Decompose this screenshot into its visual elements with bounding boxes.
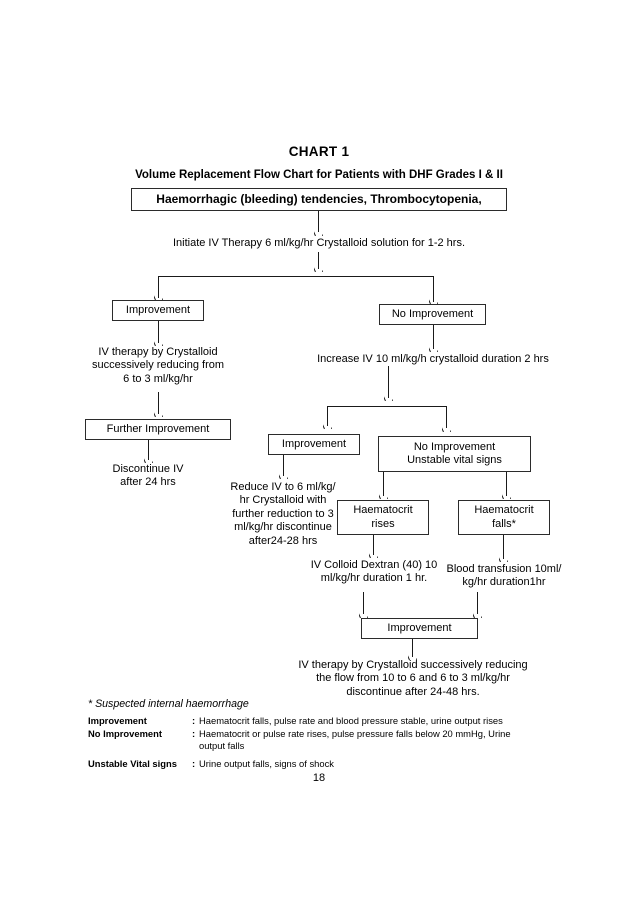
node-no-improvement-1: No Improvement	[379, 304, 486, 325]
connector-improvement3-down	[412, 639, 413, 657]
chart-subtitle: Volume Replacement Flow Chart for Patien…	[135, 169, 503, 181]
node-final-therapy: IV therapy by Crystalloid successively r…	[298, 659, 528, 698]
connector-increase-down	[388, 366, 389, 398]
legend-term: No Improvement	[88, 727, 162, 739]
arrowhead-discontinue	[144, 455, 153, 463]
node-start-box: Haemorrhagic (bleeding) tendencies, Thro…	[131, 188, 507, 211]
connector-improvement1-down	[158, 321, 159, 343]
arrowhead-blood-transfusion	[499, 554, 508, 562]
legend-term: Improvement	[88, 715, 147, 726]
legend-row: No Improvement : Haematocrit or pulse ra…	[88, 728, 566, 752]
connector-start-to-initiate	[318, 211, 319, 232]
node-haematocrit-falls: Haematocrit falls*	[458, 500, 550, 535]
node-improvement-1: Improvement	[112, 300, 204, 321]
legend-colon: :	[192, 715, 196, 726]
arrowhead-increase-iv	[429, 344, 438, 352]
arrowhead-haematocrit-rises	[379, 491, 388, 499]
connector-split2-right	[446, 406, 447, 428]
page-number: 18	[312, 772, 326, 784]
node-blood-transfusion: Blood transfusion 10ml/ kg/hr duration1h…	[446, 563, 562, 589]
connector-noimp1-down	[433, 325, 434, 349]
arrowhead-iv-therapy	[154, 338, 163, 346]
legend-definition: Urine output falls, signs of shock	[199, 758, 334, 770]
node-no-improvement-unstable: No Improvement Unstable vital signs	[378, 436, 531, 472]
arrowhead-reduce-iv	[279, 471, 288, 479]
arrowhead-initiate	[314, 228, 323, 236]
arrowhead-split-2	[384, 393, 393, 401]
node-improvement-3: Improvement	[361, 618, 478, 639]
arrowhead-improvement-2	[323, 421, 332, 429]
connector-split2-left	[327, 406, 328, 426]
node-discontinue-iv: Discontinue IV after 24 hrs	[112, 463, 184, 489]
legend-colon: :	[192, 758, 196, 770]
legend-definition: Haematocrit or pulse rate rises, pulse p…	[199, 727, 511, 751]
legend-definition: Haematocrit falls, pulse rate and blood …	[199, 715, 503, 726]
arrowhead-further-improvement	[154, 409, 163, 417]
connector-initiate-down	[318, 252, 319, 269]
arrowhead-haematocrit-falls	[502, 491, 511, 499]
arrowhead-improvement3-left	[359, 610, 368, 618]
node-initiate-therapy: Initiate IV Therapy 6 ml/kg/hr Crystallo…	[172, 237, 466, 249]
node-further-improvement: Further Improvement	[85, 419, 231, 440]
legend-footnote: * Suspected internal haemorrhage	[88, 698, 249, 710]
legend-row: Unstable Vital signs : Urine output fall…	[88, 758, 566, 770]
connector-colloid-to-improvement3	[363, 592, 364, 614]
node-haematocrit-rises: Haematocrit rises	[337, 500, 429, 535]
legend-table: Improvement : Haematocrit falls, pulse r…	[88, 715, 566, 771]
connector-improvement2-down	[283, 455, 284, 476]
arrowhead-iv-colloid	[369, 550, 378, 558]
arrowhead-improvement3-right	[473, 610, 482, 618]
connector-unstable-right	[506, 472, 507, 496]
connector-unstable-left	[383, 472, 384, 496]
connector-ivtherapy-down	[158, 392, 159, 414]
legend-colon: :	[192, 727, 196, 739]
connector-rises-down	[373, 535, 374, 555]
connector-split1-left	[158, 276, 159, 298]
node-iv-therapy-crystalloid: IV therapy by Crystalloid successively r…	[91, 346, 225, 385]
connector-further-down	[148, 440, 149, 460]
node-iv-colloid: IV Colloid Dextran (40) 10 ml/kg/hr dura…	[310, 559, 438, 585]
arrowhead-improvement-1	[154, 292, 163, 300]
connector-split1-right	[433, 276, 434, 302]
legend-row: Improvement : Haematocrit falls, pulse r…	[88, 715, 566, 727]
node-reduce-iv: Reduce IV to 6 ml/kg/ hr Crystalloid wit…	[230, 481, 336, 547]
connector-transfusion-to-improvement3	[477, 592, 478, 614]
node-improvement-2: Improvement	[268, 434, 360, 455]
arrowhead-no-improvement-1	[429, 296, 438, 304]
arrowhead-split-1	[314, 264, 323, 272]
legend-term: Unstable Vital signs	[88, 758, 177, 770]
connector-falls-down	[503, 535, 504, 559]
node-increase-iv: Increase IV 10 ml/kg/h crystalloid durat…	[317, 353, 549, 365]
page-title: CHART 1	[288, 144, 350, 159]
arrowhead-no-improvement-2	[442, 424, 451, 432]
connector-split-bar-2	[327, 406, 446, 407]
connector-split-bar-1	[158, 276, 434, 277]
